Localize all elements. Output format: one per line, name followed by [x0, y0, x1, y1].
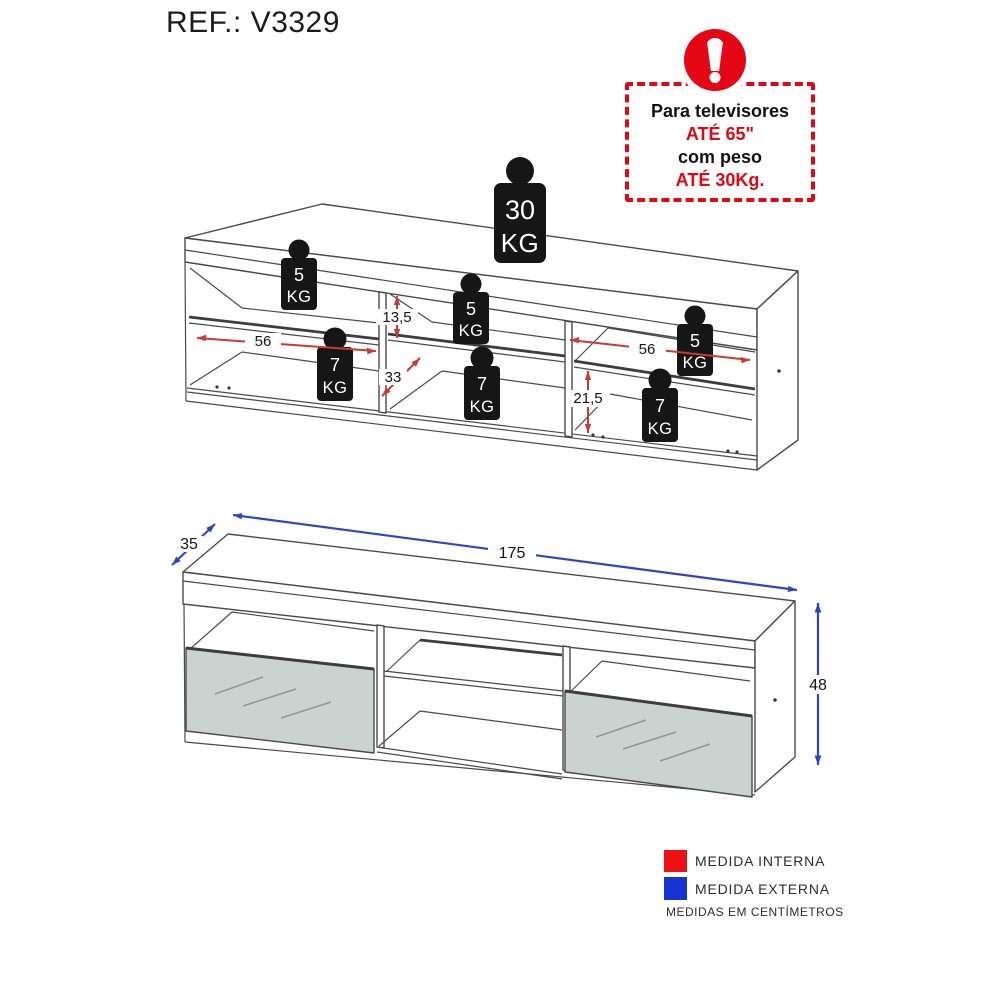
warning-line-4: ATÉ 30Kg.: [675, 170, 765, 190]
weight-value: 30: [505, 195, 535, 225]
dimensions-diagram: 35 175 48: [171, 513, 836, 798]
weight-5kg-right-icon: 5 KG: [677, 305, 713, 376]
external-measure-swatch: [664, 877, 687, 900]
warning-line-3: com peso: [677, 147, 763, 167]
product-reference: REF.: V3329: [166, 6, 340, 39]
legend-item-internal: MEDIDA INTERNA: [664, 850, 924, 872]
weight-unit: KG: [470, 398, 495, 416]
dim-width: 175: [232, 513, 798, 592]
dim-label: 33: [385, 369, 402, 386]
dim-label: 56: [255, 333, 272, 350]
legend-note: MEDIDAS EM CENTÍMETROS: [666, 905, 844, 919]
weight-value: 5: [466, 299, 476, 319]
legend: MEDIDA INTERNA MEDIDA EXTERNA MEDIDAS EM…: [664, 850, 924, 919]
dim-middle-depth: 33: [379, 357, 421, 397]
warning-line-1: Para televisores: [650, 101, 790, 121]
glass-door-right: [564, 689, 753, 798]
weight-unit: KG: [648, 420, 673, 438]
weight-unit: KG: [683, 354, 708, 372]
weight-value: 5: [294, 265, 304, 285]
dim-label: 48: [809, 677, 827, 694]
weight-unit: KG: [459, 322, 484, 340]
legend-label-internal: MEDIDA INTERNA: [695, 853, 826, 869]
weight-value: 7: [330, 355, 340, 375]
dim-label: 13,5: [382, 309, 411, 326]
legend-label-external: MEDIDA EXTERNA: [695, 880, 830, 897]
dim-depth: 35: [171, 523, 216, 566]
weight-7kg-left-icon: 7 KG: [317, 327, 353, 401]
legend-item-external: MEDIDA EXTERNA: [664, 877, 924, 900]
dim-label: 175: [499, 545, 526, 562]
exclamation-icon: [684, 29, 746, 91]
weight-7kg-right-icon: 7 KG: [642, 368, 678, 442]
weight-value: 7: [655, 396, 665, 416]
dim-label: 35: [180, 536, 198, 553]
weight-capacity-diagram: 30 KG 5 KG 5 KG 5 KG: [184, 157, 799, 471]
weight-unit: KG: [287, 288, 312, 306]
weight-value: 5: [690, 331, 700, 351]
glass-door-left: [185, 646, 375, 754]
dim-label: 56: [639, 341, 656, 358]
weight-value: 7: [477, 374, 487, 394]
dim-right-bottom-height: 21,5: [566, 371, 610, 433]
weight-5kg-middle-icon: 5 KG: [453, 273, 489, 344]
dim-right-internal-width: 56: [569, 337, 751, 364]
warning-line-2: ATÉ 65": [685, 124, 755, 144]
dim-middle-shelf-height: 13,5: [376, 296, 418, 338]
weight-30kg-icon: 30 KG: [494, 157, 546, 263]
dim-left-internal-width: 56: [196, 333, 377, 355]
internal-measure-swatch: [664, 850, 687, 872]
weight-7kg-middle-icon: 7 KG: [464, 346, 500, 420]
dim-height: 48: [800, 603, 836, 765]
weight-unit: KG: [501, 228, 540, 258]
weight-unit: KG: [323, 379, 348, 397]
dim-label: 21,5: [573, 390, 602, 407]
exclamation-bar: [706, 38, 724, 71]
weight-5kg-left-icon: 5 KG: [281, 239, 317, 310]
exclamation-dot: [709, 72, 721, 83]
